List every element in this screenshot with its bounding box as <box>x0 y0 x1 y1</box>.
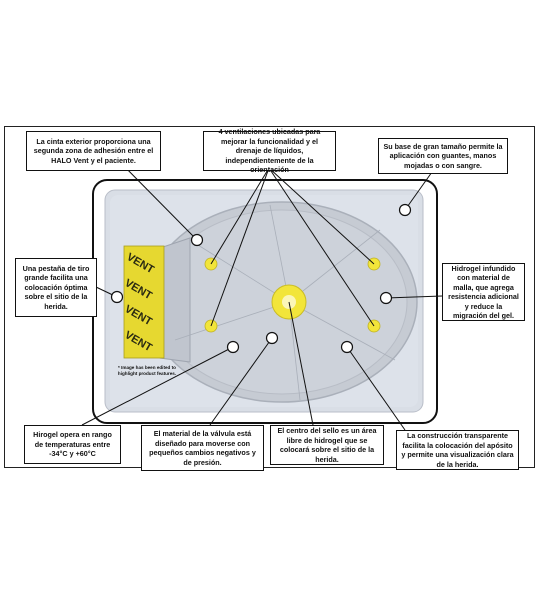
callout-vents: 4 ventilaciones ubicadas para mejorar la… <box>203 127 336 174</box>
target-large-base <box>398 203 412 217</box>
leader-lines <box>81 159 443 431</box>
callout-outer-tape: La cinta exterior proporciona una segund… <box>26 131 161 171</box>
target-transparent <box>340 340 354 354</box>
target-valve-material <box>265 331 279 345</box>
callout-pull-tab: Una pestaña de tiro grande facilita una … <box>15 258 97 317</box>
callout-seal-center: El centro del sello es un área libre de … <box>270 425 384 465</box>
target-outer-tape <box>190 233 204 247</box>
target-temperature <box>226 340 240 354</box>
target-circles <box>110 203 412 354</box>
target-mesh-hydrogel <box>379 291 393 305</box>
pull-tab-neck <box>159 237 191 363</box>
callout-large-base: Su base de gran tamaño permite la aplica… <box>378 138 508 174</box>
callout-temperature: Hirogel opera en rango de temperaturas e… <box>24 425 121 464</box>
callout-transparent: La construcción transparente facilita la… <box>396 430 519 470</box>
callout-mesh-hydrogel: Hidrogel infundido con material de malla… <box>442 263 525 321</box>
image-edit-note: * Image has been edited to highlight pro… <box>117 365 177 376</box>
pull-tab <box>123 245 165 359</box>
target-pull-tab <box>110 290 124 304</box>
callout-valve-material: El material de la válvula está diseñado … <box>141 425 264 471</box>
